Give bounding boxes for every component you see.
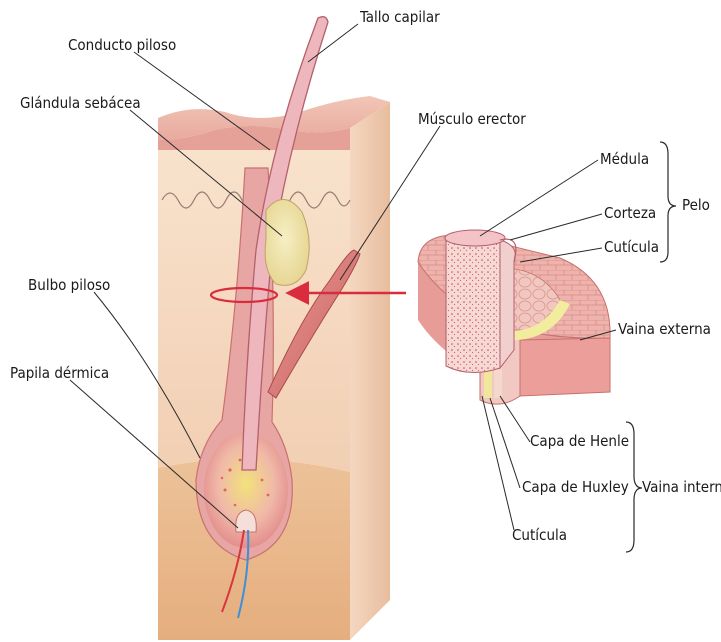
label-vaina-interna: Vaina interna (642, 478, 721, 496)
pelo-brace (660, 142, 676, 262)
outer-sheath-side (520, 338, 610, 396)
label-vaina-externa: Vaina externa (618, 320, 711, 338)
sebaceous-gland (265, 199, 309, 285)
label-capa-huxley: Capa de Huxley (522, 478, 629, 496)
label-capa-henle: Capa de Henle (530, 432, 629, 450)
label-glandula-sebacea: Glándula sebácea (20, 94, 141, 112)
leader-capa-huxley (490, 398, 520, 488)
label-corteza: Corteza (604, 204, 656, 222)
leader-capa-henle (500, 396, 530, 442)
label-musculo-erector: Músculo erector (418, 110, 526, 128)
label-tallo-capilar: Tallo capilar (359, 8, 440, 26)
hair-column-top (445, 230, 505, 246)
label-papila-dermica: Papila dérmica (10, 364, 109, 382)
skin-side-face (350, 102, 390, 640)
leader-medula (480, 160, 598, 236)
label-bulbo-piloso: Bulbo piloso (28, 276, 110, 294)
label-cuticula-pelo: Cutícula (604, 238, 659, 256)
cross-section (418, 230, 610, 404)
label-medula: Médula (600, 150, 649, 168)
leader-corteza (510, 214, 602, 240)
label-cuticula-vaina: Cutícula (512, 526, 567, 544)
label-conducto-piloso: Conducto piloso (68, 36, 176, 54)
leader-cuticula-vaina (482, 396, 514, 530)
label-pelo: Pelo (682, 196, 710, 214)
hair-column (446, 236, 500, 373)
cortex-face (500, 240, 515, 368)
